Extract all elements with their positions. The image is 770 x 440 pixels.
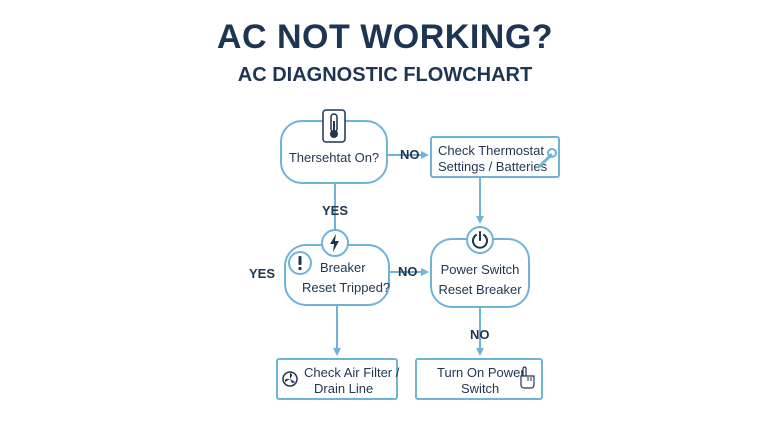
thermostat-question-node: Thersehtat On? [280,120,388,184]
exclamation-icon [288,251,312,275]
power-switch-line1: Power Switch [440,262,520,277]
edge-label-breaker-no: NO [398,264,418,279]
turn-on-power-line1: Turn On Power [437,365,525,380]
air-filter-line2: Drain Line [314,381,374,396]
lightning-icon [321,229,349,257]
turn-on-power-node: Turn On Power Switch [415,358,543,400]
turn-on-power-line2: Switch [461,381,500,396]
page-title: AC NOT WORKING? [216,18,554,56]
edge-label-power-no: NO [470,327,490,342]
power-icon [466,226,494,254]
power-switch-line2: Reset Breaker [438,282,522,297]
check-thermostat-line2: Settings / Batteries [438,159,548,174]
page-subtitle: AC DIAGNOSTIC FLOWCHART [237,64,533,86]
edge-label-breaker-yes: YES [249,266,276,281]
breaker-question-line1: Breaker [320,260,366,275]
air-filter-node: Check Air Filter / Drain Line [276,358,400,400]
thermostat-question-label: Thersehtat On? [288,150,380,165]
edge-label-thermo-yes: YES [322,203,349,218]
edge-label-thermo-no: NO [400,147,420,162]
air-filter-line1: Check Air Filter / [304,365,400,380]
check-thermostat-node: Check Thermostat Settings / Batteries [430,136,560,178]
check-thermostat-line1: Check Thermostat [438,143,544,158]
breaker-question-line2: Reset Tripped? [302,280,391,295]
